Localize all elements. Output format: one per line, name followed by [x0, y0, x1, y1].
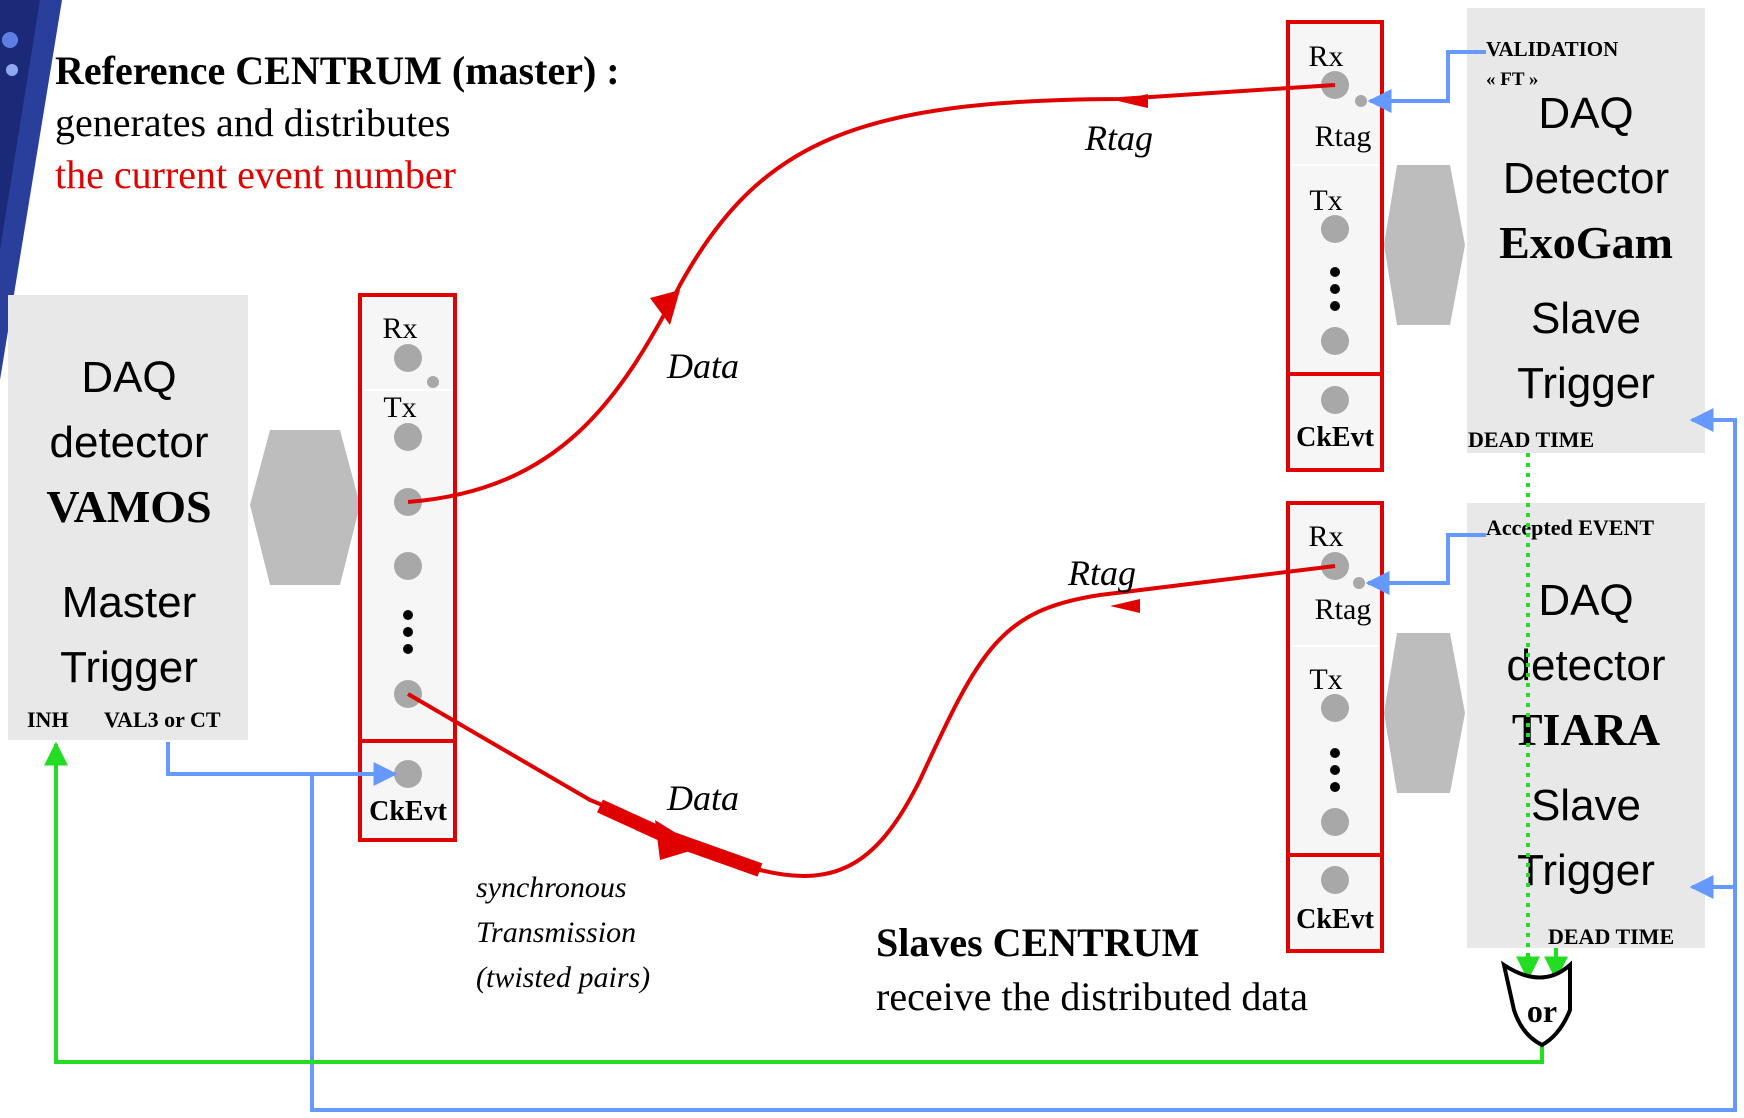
- tiara-line4: Slave: [1531, 781, 1641, 830]
- master-tx-dot: [394, 552, 422, 580]
- blue-lines: [166, 50, 1737, 1112]
- tiara-line2: detector: [1507, 641, 1666, 690]
- slave1-ckevt-label: CkEvt: [1296, 422, 1374, 453]
- rtag-bottom-arrowhead: [1110, 599, 1140, 613]
- slave2-tx-dot: [1321, 808, 1349, 836]
- data-bottom-label: Data: [666, 778, 739, 818]
- exogam-line2: Detector: [1503, 154, 1669, 203]
- header-line2: the current event number: [55, 152, 456, 197]
- vamos-box: DAQ detector VAMOS Master Trigger INH VA…: [8, 295, 248, 740]
- master-tx-dot: [394, 423, 422, 451]
- tiara-line3: TIARA: [1512, 704, 1660, 755]
- exogam-line4: Slave: [1531, 294, 1641, 343]
- slaves-caption-sub: receive the distributed data: [876, 974, 1308, 1019]
- data-top-label: Data: [666, 346, 739, 386]
- link-labels: Rtag Rtag Data Data synchronous Transmis…: [476, 118, 1153, 994]
- rtag-top-label: Rtag: [1084, 118, 1153, 158]
- vamos-inh-label: INH: [27, 707, 69, 732]
- slave1-tx-dot: [1321, 215, 1349, 243]
- slave2-ckevt-label: CkEvt: [1296, 904, 1374, 935]
- left-decoration: [0, 0, 62, 380]
- or-gate-shape: [1500, 960, 1572, 1048]
- exogam-connector-shape: [1384, 165, 1465, 325]
- slave1-tx-label: Tx: [1309, 184, 1342, 217]
- slave1-rtag-label: Rtag: [1315, 120, 1372, 153]
- exogam-line1: DAQ: [1538, 89, 1633, 138]
- or-gate: or: [1500, 960, 1572, 1048]
- slave1-rx-label: Rx: [1308, 40, 1343, 73]
- val3-line: [166, 742, 398, 786]
- slave-centrum-exogam: Rx Rtag Tx CkEvt: [1286, 20, 1384, 472]
- rtag-top-arrowhead: [1118, 94, 1148, 108]
- sync-label-2: Transmission: [476, 916, 636, 949]
- master-ckevt-dot: [394, 760, 422, 788]
- or-gate-label: or: [1527, 993, 1557, 1029]
- red-links: [406, 83, 1336, 878]
- exogam-ft-label: « FT »: [1486, 69, 1538, 90]
- header-title: Reference CENTRUM (master) :: [55, 48, 620, 93]
- accepted-event-line: [1365, 533, 1486, 595]
- vamos-connector-shape: [250, 430, 360, 585]
- vamos-line4: Master: [62, 578, 196, 627]
- inh-feedback-line: [44, 741, 1544, 1064]
- data-top-arrowhead: [650, 290, 680, 325]
- slave2-tx-dot: [1321, 694, 1349, 722]
- vamos-line2: detector: [50, 418, 209, 467]
- tiara-deadtime-label: DEAD TIME: [1548, 924, 1674, 949]
- exogam-validation-label: VALIDATION: [1486, 37, 1618, 61]
- slave1-ckevt-dot: [1321, 386, 1349, 414]
- master-tx-label: Tx: [383, 391, 416, 424]
- slave2-ckevt-dot: [1321, 866, 1349, 894]
- header-text: Reference CENTRUM (master) : generates a…: [55, 48, 620, 197]
- data-link-top: [407, 83, 1336, 504]
- trigger-return-line: [310, 408, 1737, 1112]
- sync-label-1: synchronous: [476, 871, 627, 904]
- exogam-line3: ExoGam: [1499, 217, 1673, 268]
- slave1-tx-dot: [1321, 327, 1349, 355]
- exogam-box-bg: [1467, 8, 1705, 453]
- exogam-line5: Trigger: [1517, 359, 1655, 408]
- master-centrum: Rx Tx CkEvt: [358, 293, 457, 842]
- master-centrum-frame: [358, 293, 457, 842]
- slaves-caption: Slaves CENTRUM receive the distributed d…: [876, 920, 1308, 1019]
- sync-label-3: (twisted pairs): [476, 961, 650, 994]
- vamos-box-bg: [8, 295, 248, 740]
- tiara-box: Accepted EVENT DAQ detector TIARA Slave …: [1467, 503, 1705, 949]
- vamos-val3-label: VAL3 or CT: [104, 707, 221, 732]
- slave2-tx-label: Tx: [1309, 663, 1342, 696]
- master-rx-dot: [394, 344, 422, 372]
- slave2-rx-label: Rx: [1308, 520, 1343, 553]
- tiara-box-bg: [1467, 503, 1705, 948]
- tiara-accepted-label: Accepted EVENT: [1486, 515, 1654, 540]
- tiara-line5: Trigger: [1517, 846, 1655, 895]
- slave2-rtag-label: Rtag: [1315, 593, 1372, 626]
- slaves-caption-title: Slaves CENTRUM: [876, 920, 1199, 965]
- header-line1: generates and distributes: [55, 100, 450, 145]
- tiara-line1: DAQ: [1538, 576, 1633, 625]
- exogam-deadtime-label: DEAD TIME: [1468, 427, 1594, 452]
- exogam-box: VALIDATION « FT » DAQ Detector ExoGam Sl…: [1467, 8, 1705, 453]
- vamos-line1: DAQ: [81, 353, 176, 402]
- vamos-line5: Trigger: [60, 643, 198, 692]
- master-rx-label: Rx: [382, 312, 417, 345]
- master-ckevt-label: CkEvt: [369, 796, 447, 827]
- validation-line: [1367, 50, 1486, 113]
- data-link-bottom: [406, 564, 1336, 878]
- vamos-line3: VAMOS: [46, 481, 211, 532]
- tiara-connector-shape: [1384, 633, 1465, 793]
- rtag-bottom-label: Rtag: [1067, 553, 1136, 593]
